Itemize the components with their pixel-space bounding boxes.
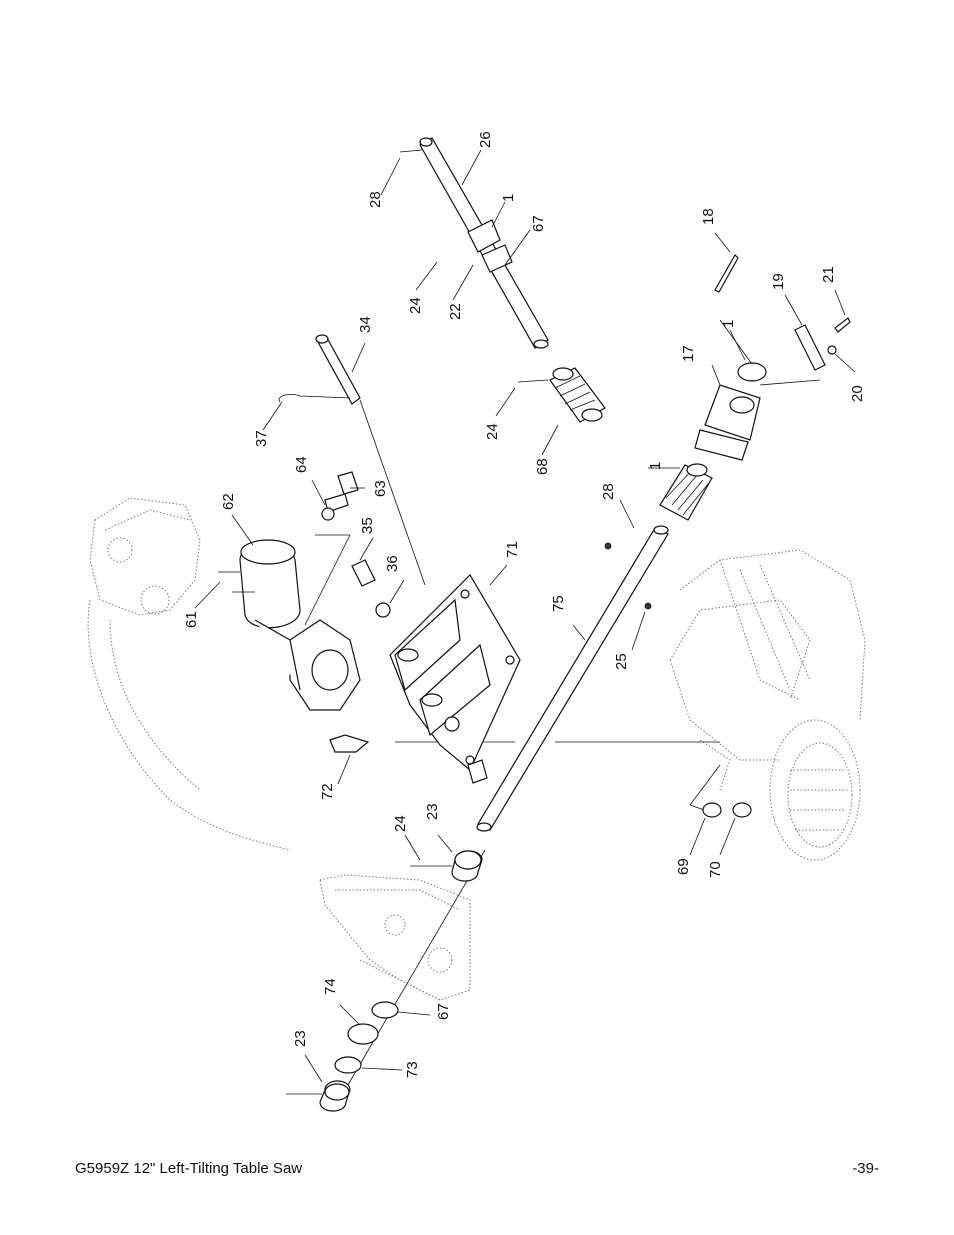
callout-label: 74 (322, 978, 339, 995)
callout-label: 67 (435, 1003, 452, 1020)
worm-gear-lower (648, 463, 713, 521)
ghost-trunnion-upper (87, 497, 291, 851)
callout-labels: 26 28 1 67 24 22 24 68 34 37 64 63 62 61… (183, 131, 866, 1078)
callout-label: 19 (770, 273, 787, 290)
ghost-motor (669, 549, 866, 861)
callout-label: 18 (700, 208, 717, 225)
callout-label: 20 (849, 385, 866, 402)
callout-label: 21 (820, 266, 837, 283)
worm-gear-upper (517, 367, 606, 423)
callout-label: 75 (550, 595, 567, 612)
callout-label: 17 (680, 345, 697, 362)
callout-label: 23 (424, 803, 441, 820)
nuts-69-70 (702, 802, 752, 818)
small-hardware-upper-right (714, 254, 851, 371)
lower-hardware-stack (286, 850, 483, 1112)
callout-label: 1 (500, 194, 517, 202)
bolt-63 (321, 471, 359, 521)
callout-label: 36 (384, 555, 401, 572)
tilt-shaft-upper (399, 137, 549, 349)
callout-label: 73 (404, 1061, 421, 1078)
bolt-72 (329, 734, 370, 753)
callout-label: 24 (407, 297, 424, 314)
callout-label: 34 (357, 316, 374, 333)
mounting-bracket (389, 574, 521, 784)
callout-label: 24 (392, 815, 409, 832)
callout-label: 64 (293, 456, 310, 473)
callout-label: 23 (292, 1030, 309, 1047)
callout-label: 24 (484, 423, 501, 440)
ghost-trunnion-lower (319, 874, 471, 1001)
callout-label: 69 (675, 858, 692, 875)
callout-label: 37 (253, 430, 270, 447)
callout-label: 28 (600, 483, 617, 500)
footer-manual-title: G5959Z 12" Left-Tilting Table Saw (75, 1160, 303, 1177)
callout-label: 68 (534, 458, 551, 475)
callout-label: 72 (319, 783, 336, 800)
callout-label: 1 (720, 320, 737, 328)
bolt-35 (351, 559, 391, 618)
callout-label: 35 (359, 517, 376, 534)
footer-page-number: -39- (852, 1160, 879, 1177)
trunnion-arm (218, 539, 361, 711)
tilt-shaft-lower (476, 525, 669, 832)
callout-label: 63 (372, 480, 389, 497)
callout-leaders (194, 149, 856, 1083)
callout-label: 67 (530, 215, 547, 232)
callout-label: 70 (707, 861, 724, 878)
callout-label: 22 (447, 303, 464, 320)
callout-label: 28 (367, 191, 384, 208)
callout-label: 1 (647, 462, 664, 470)
bearing-block (694, 362, 767, 461)
callout-label: 62 (220, 493, 237, 510)
callout-label: 61 (183, 611, 200, 628)
callout-label: 25 (613, 653, 630, 670)
leader-lines (304, 319, 821, 1091)
callout-label: 26 (477, 131, 494, 148)
pivot-rod (278, 334, 361, 405)
callout-label: 71 (504, 541, 521, 558)
